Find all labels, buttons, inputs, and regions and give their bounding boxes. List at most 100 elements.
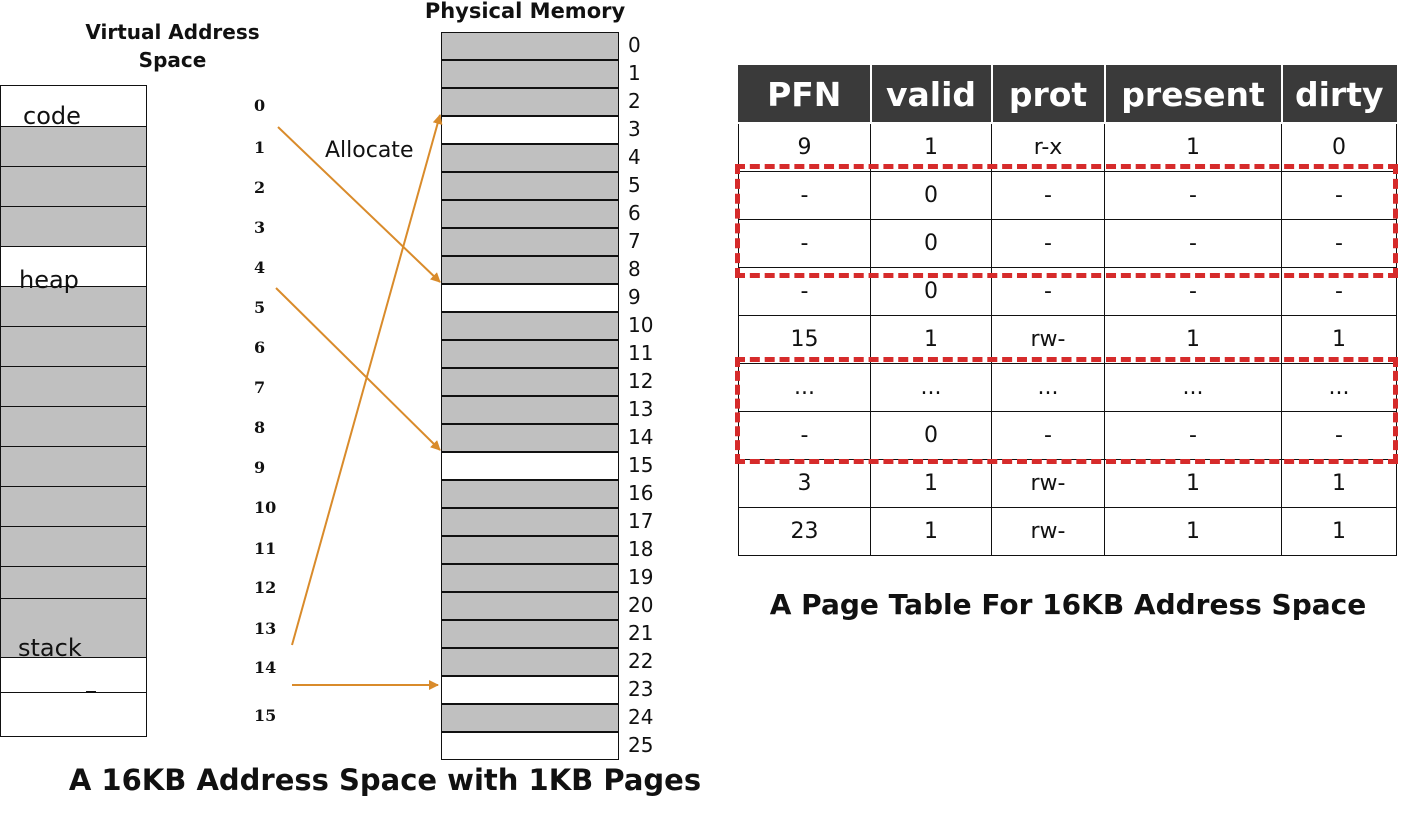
virtual-page-number: 8 (254, 418, 266, 437)
virtual-page-number: 5 (254, 298, 266, 317)
cell-valid: 1 (870, 315, 992, 364)
virtual-page-number: 9 (254, 458, 266, 477)
physical-frame-23 (441, 676, 619, 704)
cell-prot: - (991, 171, 1105, 220)
physical-frame-13 (441, 396, 619, 424)
page-table-header-row: PFN valid prot present dirty (738, 65, 1397, 124)
virtual-page-2 (0, 166, 147, 207)
physical-frame-12 (441, 368, 619, 396)
virtual-page-9 (0, 446, 147, 487)
cell-present: ... (1104, 363, 1282, 412)
cell-prot: ... (991, 363, 1105, 412)
cell-valid: 1 (870, 459, 992, 508)
cell-present: 1 (1104, 507, 1282, 556)
physical-frame-7 (441, 228, 619, 256)
virtual-address-space-title: Virtual Address Space (60, 18, 285, 74)
physical-frame-number: 22 (628, 649, 654, 673)
cell-valid: 0 (870, 219, 992, 268)
column-header-pfn: PFN (738, 65, 872, 124)
physical-frame-number: 21 (628, 621, 654, 645)
virtual-page-6 (0, 326, 147, 367)
physical-frame-3 (441, 116, 619, 144)
virtual-page-number: 14 (254, 658, 277, 677)
column-header-prot: prot (990, 65, 1106, 124)
column-header-present: present (1103, 65, 1283, 124)
virtual-page-number: 7 (254, 378, 266, 397)
page-table-row: -0--- (738, 171, 1397, 220)
cell-prot: rw- (991, 459, 1105, 508)
cell-prot: rw- (991, 315, 1105, 364)
cell-prot: rw- (991, 507, 1105, 556)
physical-frame-25 (441, 732, 619, 760)
cell-pfn: - (738, 219, 871, 268)
allocate-label: Allocate (325, 138, 414, 163)
virtual-page-number: 11 (254, 539, 277, 558)
stack-segment-label: stack (18, 634, 82, 662)
physical-frame-17 (441, 508, 619, 536)
cell-dirty: 1 (1281, 507, 1397, 556)
cell-dirty: 1 (1281, 315, 1397, 364)
physical-frame-number: 17 (628, 509, 654, 533)
virtual-page-14 (0, 657, 147, 693)
cell-pfn: 23 (738, 507, 871, 556)
virtual-page-number: 6 (254, 338, 266, 357)
physical-frame-number: 2 (628, 89, 641, 113)
physical-frame-2 (441, 88, 619, 116)
cell-present: - (1104, 411, 1282, 460)
physical-frame-number: 12 (628, 369, 654, 393)
virtual-address-space-title-line2: Space (138, 48, 207, 72)
virtual-page-number: 12 (254, 578, 277, 597)
unused-entries-highlight-bottom (735, 357, 1398, 464)
physical-frame-8 (441, 256, 619, 284)
physical-frame-15 (441, 452, 619, 480)
cell-dirty: 1 (1281, 459, 1397, 508)
physical-frame-number: 0 (628, 33, 641, 57)
physical-frame-number: 11 (628, 341, 654, 365)
physical-frame-9 (441, 284, 619, 312)
cell-dirty: - (1281, 411, 1397, 460)
cell-dirty: 0 (1281, 122, 1397, 172)
code-segment-label: code (23, 102, 81, 130)
virtual-page-number: 4 (254, 258, 266, 277)
physical-frame-number: 1 (628, 61, 641, 85)
heap-segment-label: heap (19, 266, 79, 294)
cell-valid: 0 (870, 411, 992, 460)
arrow-vpage5-to-frame15 (275, 287, 441, 451)
cell-pfn: - (738, 411, 871, 460)
physical-frame-5 (441, 172, 619, 200)
physical-frame-10 (441, 312, 619, 340)
page-table-caption: A Page Table For 16KB Address Space (769, 588, 1367, 621)
physical-frame-number: 6 (628, 201, 641, 225)
virtual-page-number: 2 (254, 178, 266, 197)
virtual-page-1 (0, 126, 147, 167)
virtual-page-12 (0, 566, 147, 599)
virtual-page-10 (0, 486, 147, 527)
address-space-caption: A 16KB Address Space with 1KB Pages (68, 763, 702, 797)
physical-frame-number: 10 (628, 313, 654, 337)
physical-frame-number: 20 (628, 593, 654, 617)
physical-frame-0 (441, 32, 619, 60)
physical-frame-number: 16 (628, 481, 654, 505)
physical-frame-number: 14 (628, 425, 654, 449)
stack-boundary-tick (86, 691, 96, 692)
virtual-page-number: 15 (254, 706, 277, 725)
virtual-page-5 (0, 286, 147, 327)
physical-frame-20 (441, 592, 619, 620)
column-header-valid: valid (869, 65, 993, 124)
virtual-page-15 (0, 692, 147, 737)
cell-dirty: - (1281, 219, 1397, 268)
physical-frame-number: 9 (628, 285, 641, 309)
arrow-vpage1-to-frame9 (277, 126, 441, 283)
physical-frame-14 (441, 424, 619, 452)
virtual-page-number: 10 (254, 498, 277, 517)
physical-frame-number: 5 (628, 173, 641, 197)
physical-frame-21 (441, 620, 619, 648)
physical-frame-number: 8 (628, 257, 641, 281)
cell-pfn: 3 (738, 459, 871, 508)
virtual-page-number: 13 (254, 619, 277, 638)
virtual-address-space-title-line1: Virtual Address (85, 20, 260, 44)
